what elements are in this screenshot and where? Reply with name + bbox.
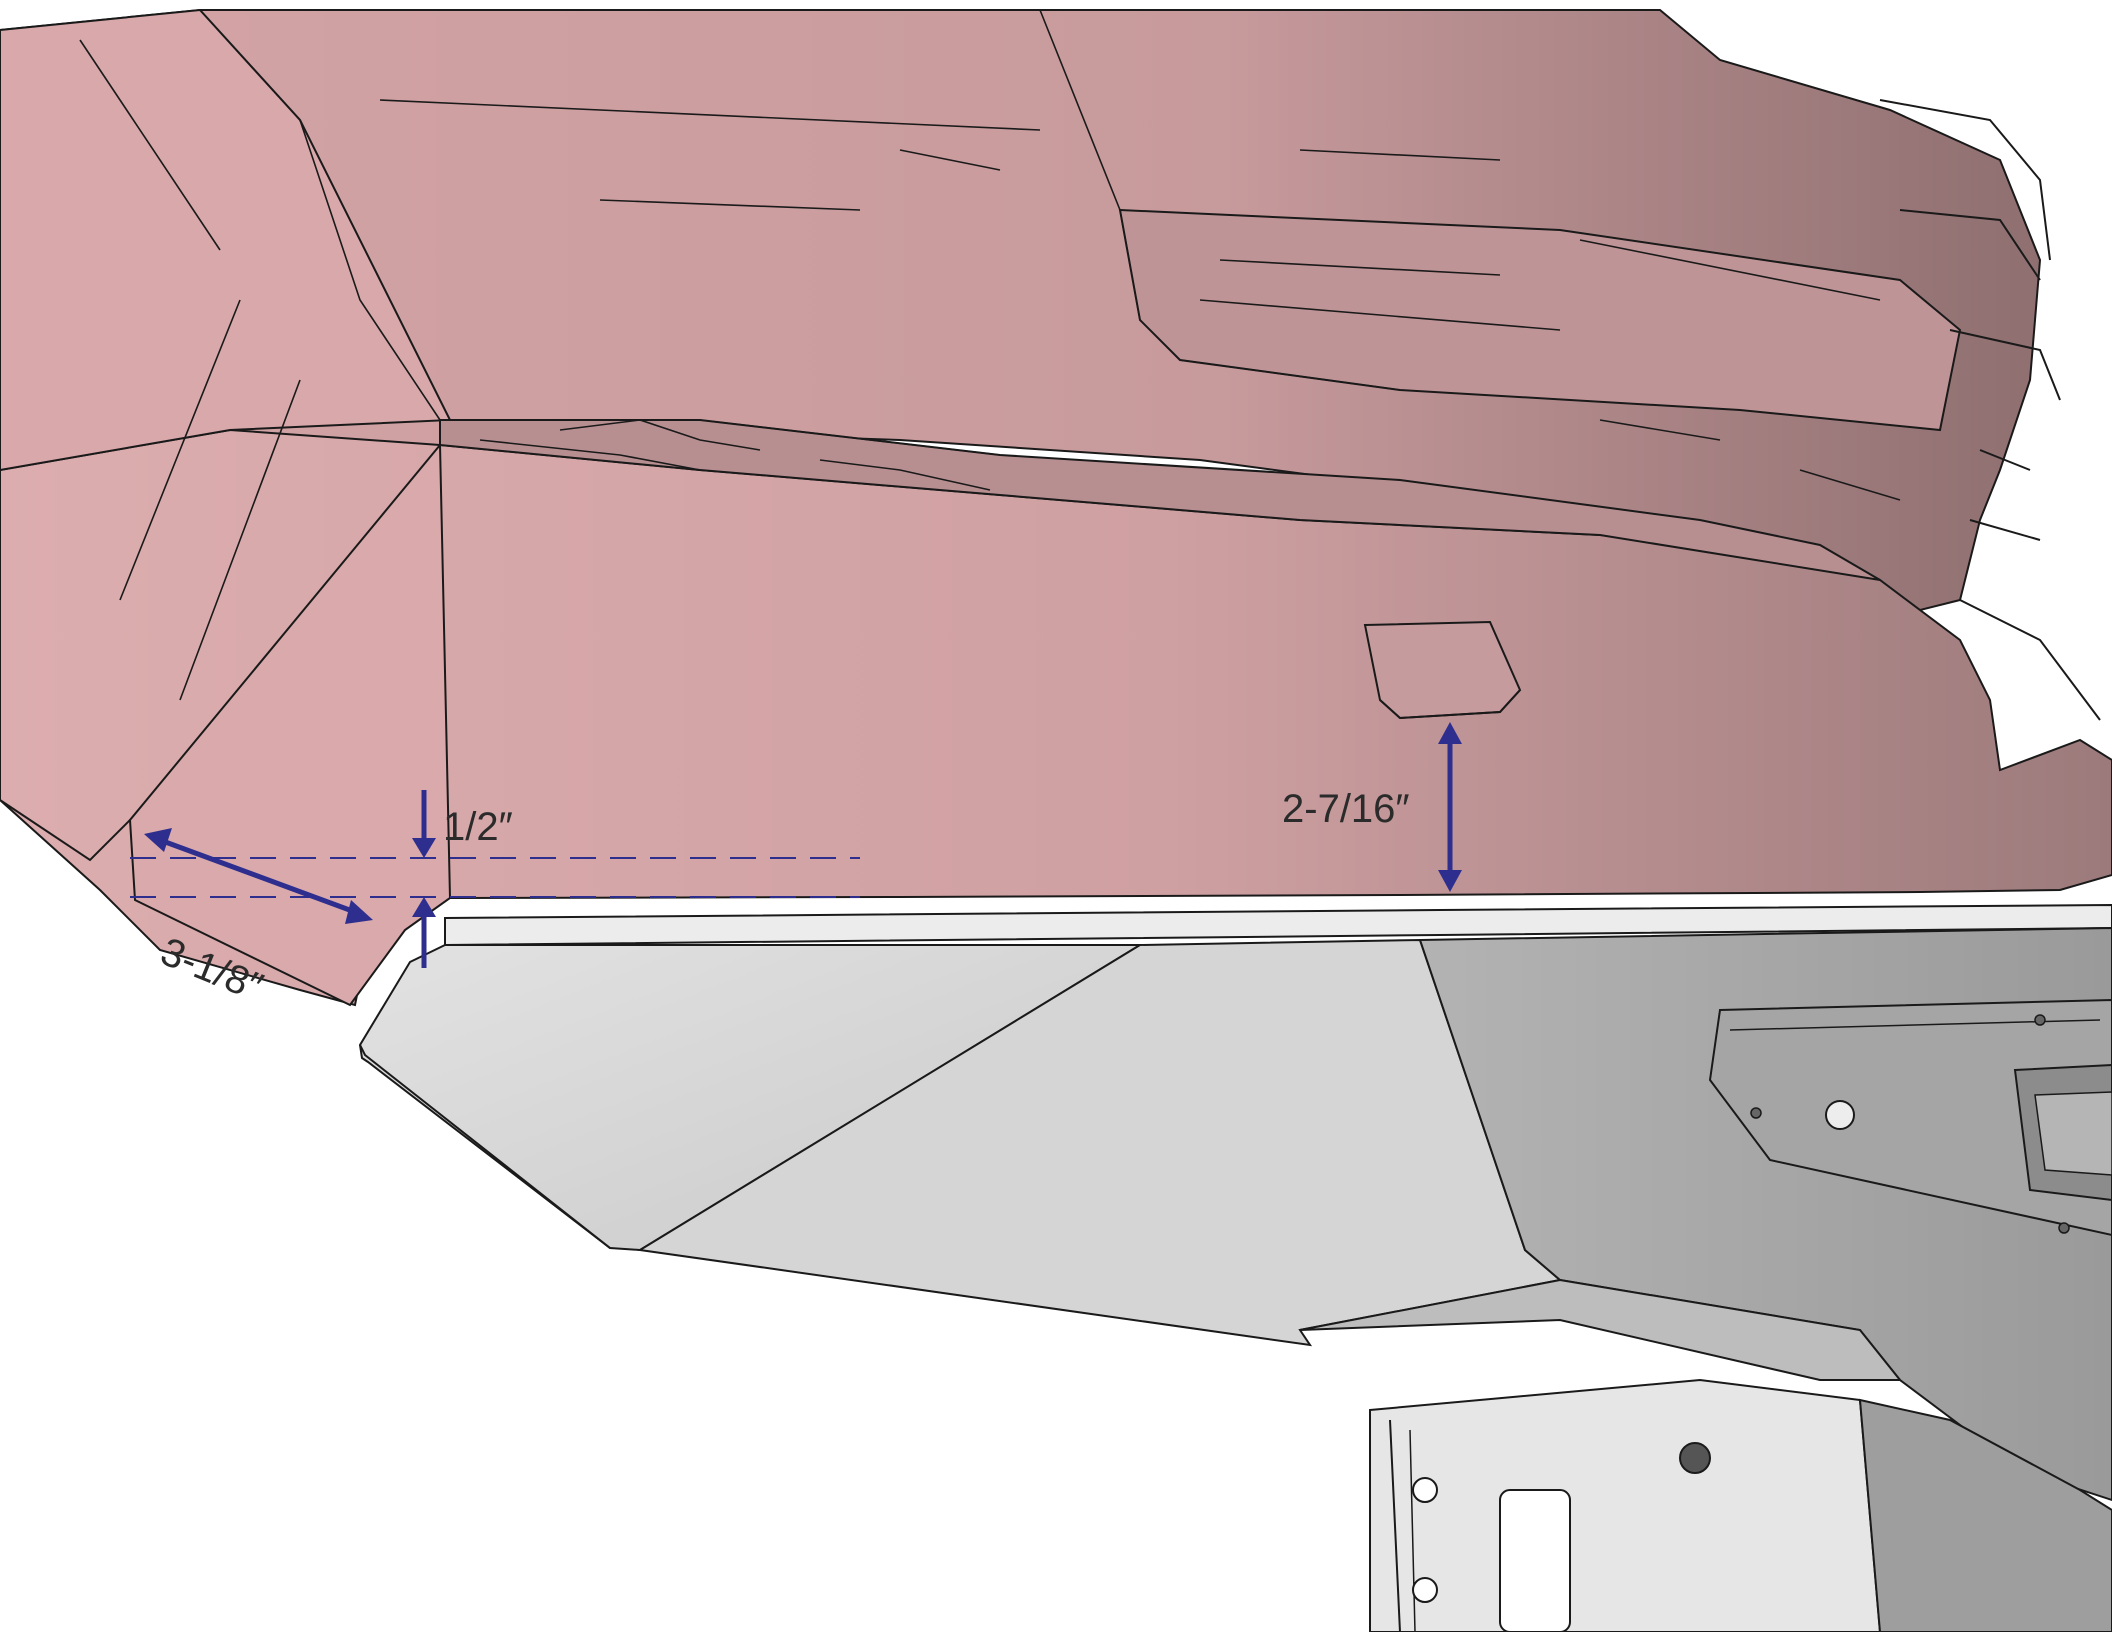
bumper-cover-upper-step (1118, 208, 1962, 432)
mount-bolt (1750, 1107, 1762, 1119)
frame-mount-bracket (1369, 1378, 1882, 1632)
bracket-bolt (1679, 1442, 1711, 1474)
bumper-cover-crease-lines (79, 9, 1901, 701)
clearance-dimension-arrow (1438, 722, 1462, 892)
half-inch-label: 1/2″ (443, 805, 513, 849)
fairlead-mount (1708, 998, 2112, 1237)
half-inch-arrow-down (412, 790, 436, 858)
mount-bolt-hole (1825, 1100, 1855, 1130)
bracket-slot (1499, 1489, 1571, 1632)
clearance-label: 2-7/16″ (1282, 787, 1410, 831)
aftermarket-steel-bumper (358, 903, 2112, 1632)
oem-bumper-cover (0, 8, 2112, 1007)
bumper-cover-right-edge (1879, 99, 2101, 721)
mount-bolt (2058, 1222, 2070, 1234)
diagonal-dimension-arrow (144, 828, 373, 924)
fog-light-cutout (1363, 620, 1522, 720)
bracket-hole (1412, 1577, 1438, 1603)
mount-bolt (2034, 1014, 2046, 1026)
half-inch-arrow-up (412, 897, 436, 968)
bumper-lower-lip (1299, 1278, 1903, 1381)
bracket-hole (1412, 1477, 1438, 1503)
